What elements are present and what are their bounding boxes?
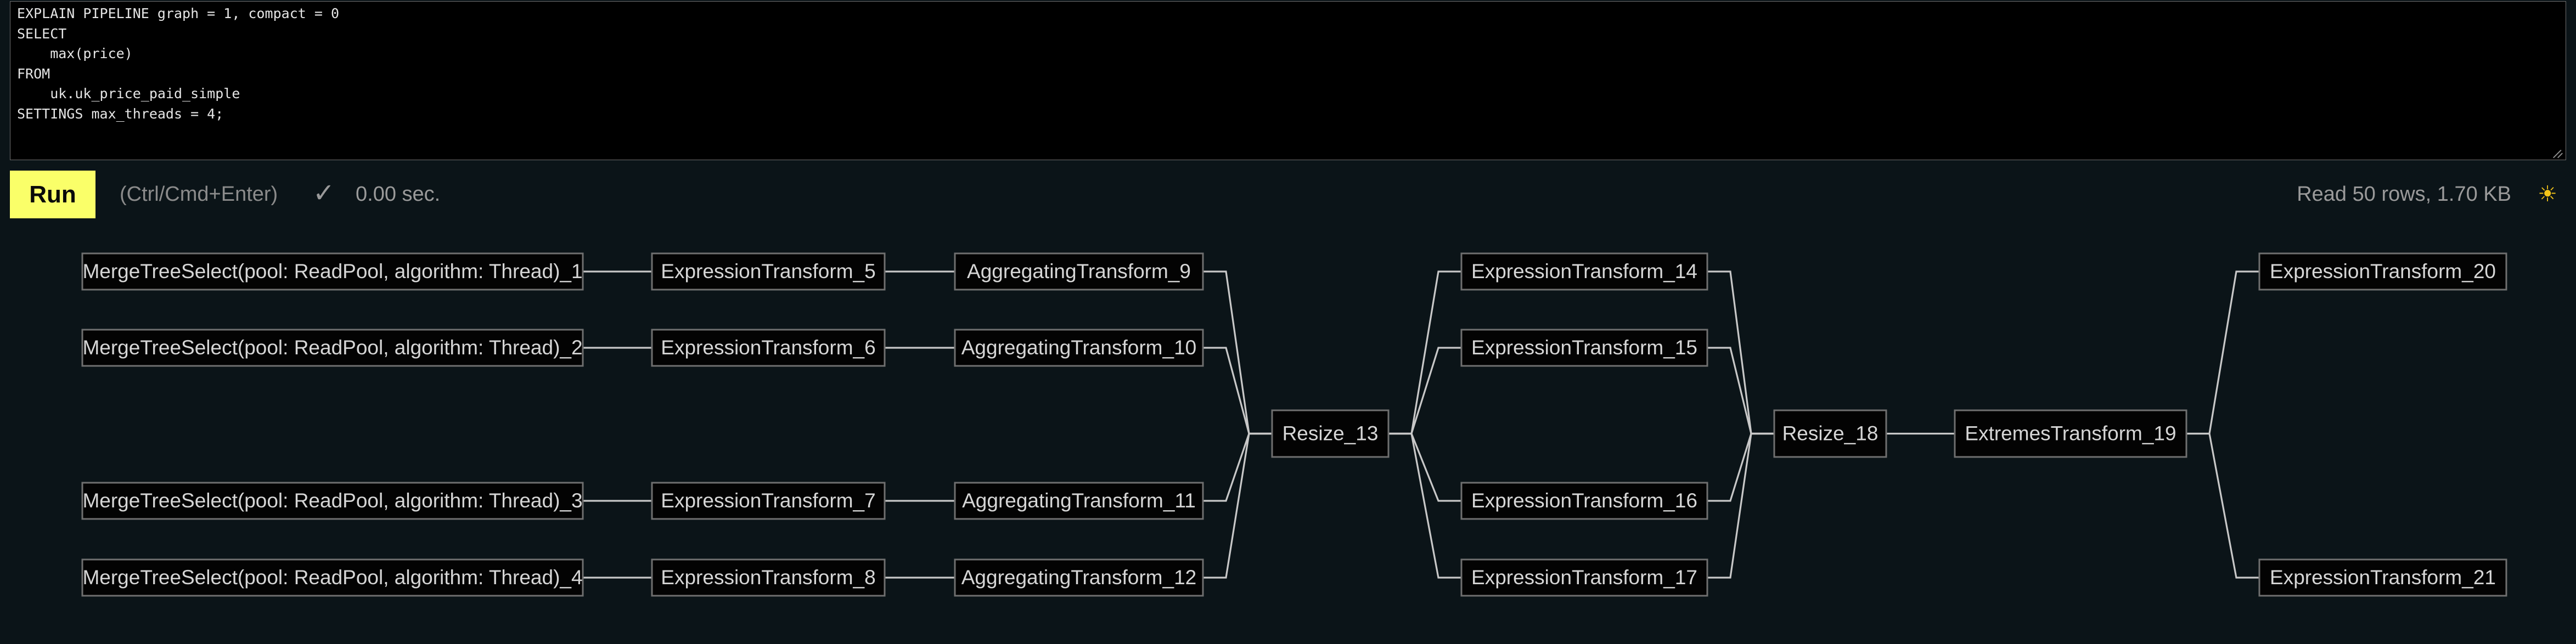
graph-node-label: Resize_13	[1283, 422, 1379, 444]
graph-node-label: ExpressionTransform_21	[2270, 566, 2496, 589]
graph-node-label: ExpressionTransform_7	[661, 489, 875, 512]
graph-node[interactable]: ExpressionTransform_6	[651, 329, 886, 367]
graph-node[interactable]: ExpressionTransform_17	[1460, 558, 1708, 597]
graph-edge	[1388, 432, 1461, 502]
graph-node[interactable]: Resize_13	[1271, 409, 1390, 458]
graph-edge	[1707, 432, 1774, 502]
graph-node-label: ExpressionTransform_20	[2270, 260, 2496, 283]
pipeline-graph: MergeTreeSelect(pool: ReadPool, algorith…	[0, 225, 2576, 644]
graph-node-box[interactable]	[954, 329, 1204, 367]
shortcut-hint-label: (Ctrl/Cmd+Enter)	[120, 183, 278, 206]
graph-node-box[interactable]	[81, 252, 584, 291]
graph-node[interactable]: AggregatingTransform_10	[954, 329, 1204, 367]
graph-node[interactable]: MergeTreeSelect(pool: ReadPool, algorith…	[81, 482, 584, 520]
graph-node[interactable]: ExpressionTransform_5	[651, 252, 886, 291]
graph-node-box[interactable]	[1460, 329, 1708, 367]
graph-node-box[interactable]	[651, 329, 886, 367]
graph-node-label: ExtremesTransform_19	[1965, 422, 2176, 444]
read-stats-label: Read 50 rows, 1.70 KB	[2297, 183, 2511, 206]
graph-edge	[1707, 347, 1774, 435]
graph-node[interactable]: ExpressionTransform_7	[651, 482, 886, 520]
graph-node-box[interactable]	[1773, 409, 1887, 458]
graph-node-box[interactable]	[954, 558, 1204, 597]
graph-node-box[interactable]	[954, 252, 1204, 291]
graph-node[interactable]: AggregatingTransform_11	[954, 482, 1204, 520]
graph-node[interactable]: ExpressionTransform_16	[1460, 482, 1708, 520]
graph-node-box[interactable]	[81, 482, 584, 520]
graph-node-label: AggregatingTransform_9	[967, 260, 1191, 283]
graph-node-box[interactable]	[81, 558, 584, 597]
graph-node-label: ExpressionTransform_17	[1471, 566, 1697, 589]
graph-node-label: ExpressionTransform_5	[661, 260, 875, 283]
graph-node-label: Resize_18	[1782, 422, 1878, 444]
elapsed-time-label: 0.00 sec.	[356, 183, 441, 206]
sun-icon[interactable]: ☀	[2538, 182, 2557, 206]
graph-node-box[interactable]	[651, 482, 886, 520]
graph-node[interactable]: AggregatingTransform_12	[954, 558, 1204, 597]
graph-node-box[interactable]	[1460, 252, 1708, 291]
graph-node[interactable]: AggregatingTransform_9	[954, 252, 1204, 291]
graph-node-label: ExpressionTransform_6	[661, 336, 875, 359]
graph-node-label: AggregatingTransform_12	[961, 566, 1196, 589]
graph-edge	[1388, 347, 1461, 435]
graph-edge	[2186, 432, 2259, 579]
sql-editor-container: EXPLAIN PIPELINE graph = 1, compact = 0 …	[10, 1, 2566, 160]
graph-node-label: ExpressionTransform_16	[1471, 489, 1697, 512]
graph-edge	[1707, 432, 1774, 579]
graph-node-box[interactable]	[954, 482, 1204, 520]
graph-node[interactable]: ExtremesTransform_19	[1954, 409, 2187, 458]
graph-edge	[1203, 347, 1272, 435]
graph-node[interactable]: ExpressionTransform_15	[1460, 329, 1708, 367]
graph-node-label: AggregatingTransform_10	[961, 336, 1196, 359]
query-toolbar: Run (Ctrl/Cmd+Enter) ✓ 0.00 sec. Read 50…	[0, 165, 2576, 225]
graph-node-box[interactable]	[651, 252, 886, 291]
graph-node[interactable]: Resize_18	[1773, 409, 1887, 458]
graph-node[interactable]: ExpressionTransform_8	[651, 558, 886, 597]
graph-edge	[1388, 432, 1461, 579]
graph-edge	[2186, 270, 2259, 435]
graph-node-box[interactable]	[2258, 252, 2507, 291]
graph-edge	[1707, 270, 1774, 435]
graph-node[interactable]: MergeTreeSelect(pool: ReadPool, algorith…	[81, 252, 584, 291]
pipeline-graph-canvas: MergeTreeSelect(pool: ReadPool, algorith…	[81, 252, 2507, 597]
graph-node-label: ExpressionTransform_15	[1471, 336, 1697, 359]
graph-node-label: MergeTreeSelect(pool: ReadPool, algorith…	[82, 489, 582, 512]
graph-node[interactable]: ExpressionTransform_20	[2258, 252, 2507, 291]
graph-edge	[1203, 432, 1272, 579]
graph-edge	[1388, 270, 1461, 435]
graph-node[interactable]: ExpressionTransform_21	[2258, 558, 2507, 597]
success-check-icon: ✓	[313, 179, 335, 208]
graph-node-box[interactable]	[1954, 409, 2187, 458]
graph-node[interactable]: MergeTreeSelect(pool: ReadPool, algorith…	[81, 329, 584, 367]
sql-query-editor[interactable]: EXPLAIN PIPELINE graph = 1, compact = 0 …	[10, 1, 2566, 160]
graph-node-label: ExpressionTransform_14	[1471, 260, 1697, 283]
run-button[interactable]: Run	[10, 171, 95, 218]
graph-node-label: ExpressionTransform_8	[661, 566, 875, 589]
graph-node-label: MergeTreeSelect(pool: ReadPool, algorith…	[82, 336, 582, 359]
graph-edge	[1203, 270, 1272, 435]
graph-node[interactable]: MergeTreeSelect(pool: ReadPool, algorith…	[81, 558, 584, 597]
graph-node-box[interactable]	[2258, 558, 2507, 597]
graph-node-box[interactable]	[1271, 409, 1390, 458]
graph-node-box[interactable]	[1460, 558, 1708, 597]
graph-node-box[interactable]	[651, 558, 886, 597]
graph-node-label: AggregatingTransform_11	[962, 489, 1196, 512]
graph-edge	[1203, 432, 1272, 502]
graph-node[interactable]: ExpressionTransform_14	[1460, 252, 1708, 291]
graph-edges	[583, 270, 2259, 579]
graph-node-box[interactable]	[81, 329, 584, 367]
graph-node-label: MergeTreeSelect(pool: ReadPool, algorith…	[82, 566, 582, 589]
graph-node-label: MergeTreeSelect(pool: ReadPool, algorith…	[82, 260, 582, 283]
graph-node-box[interactable]	[1460, 482, 1708, 520]
